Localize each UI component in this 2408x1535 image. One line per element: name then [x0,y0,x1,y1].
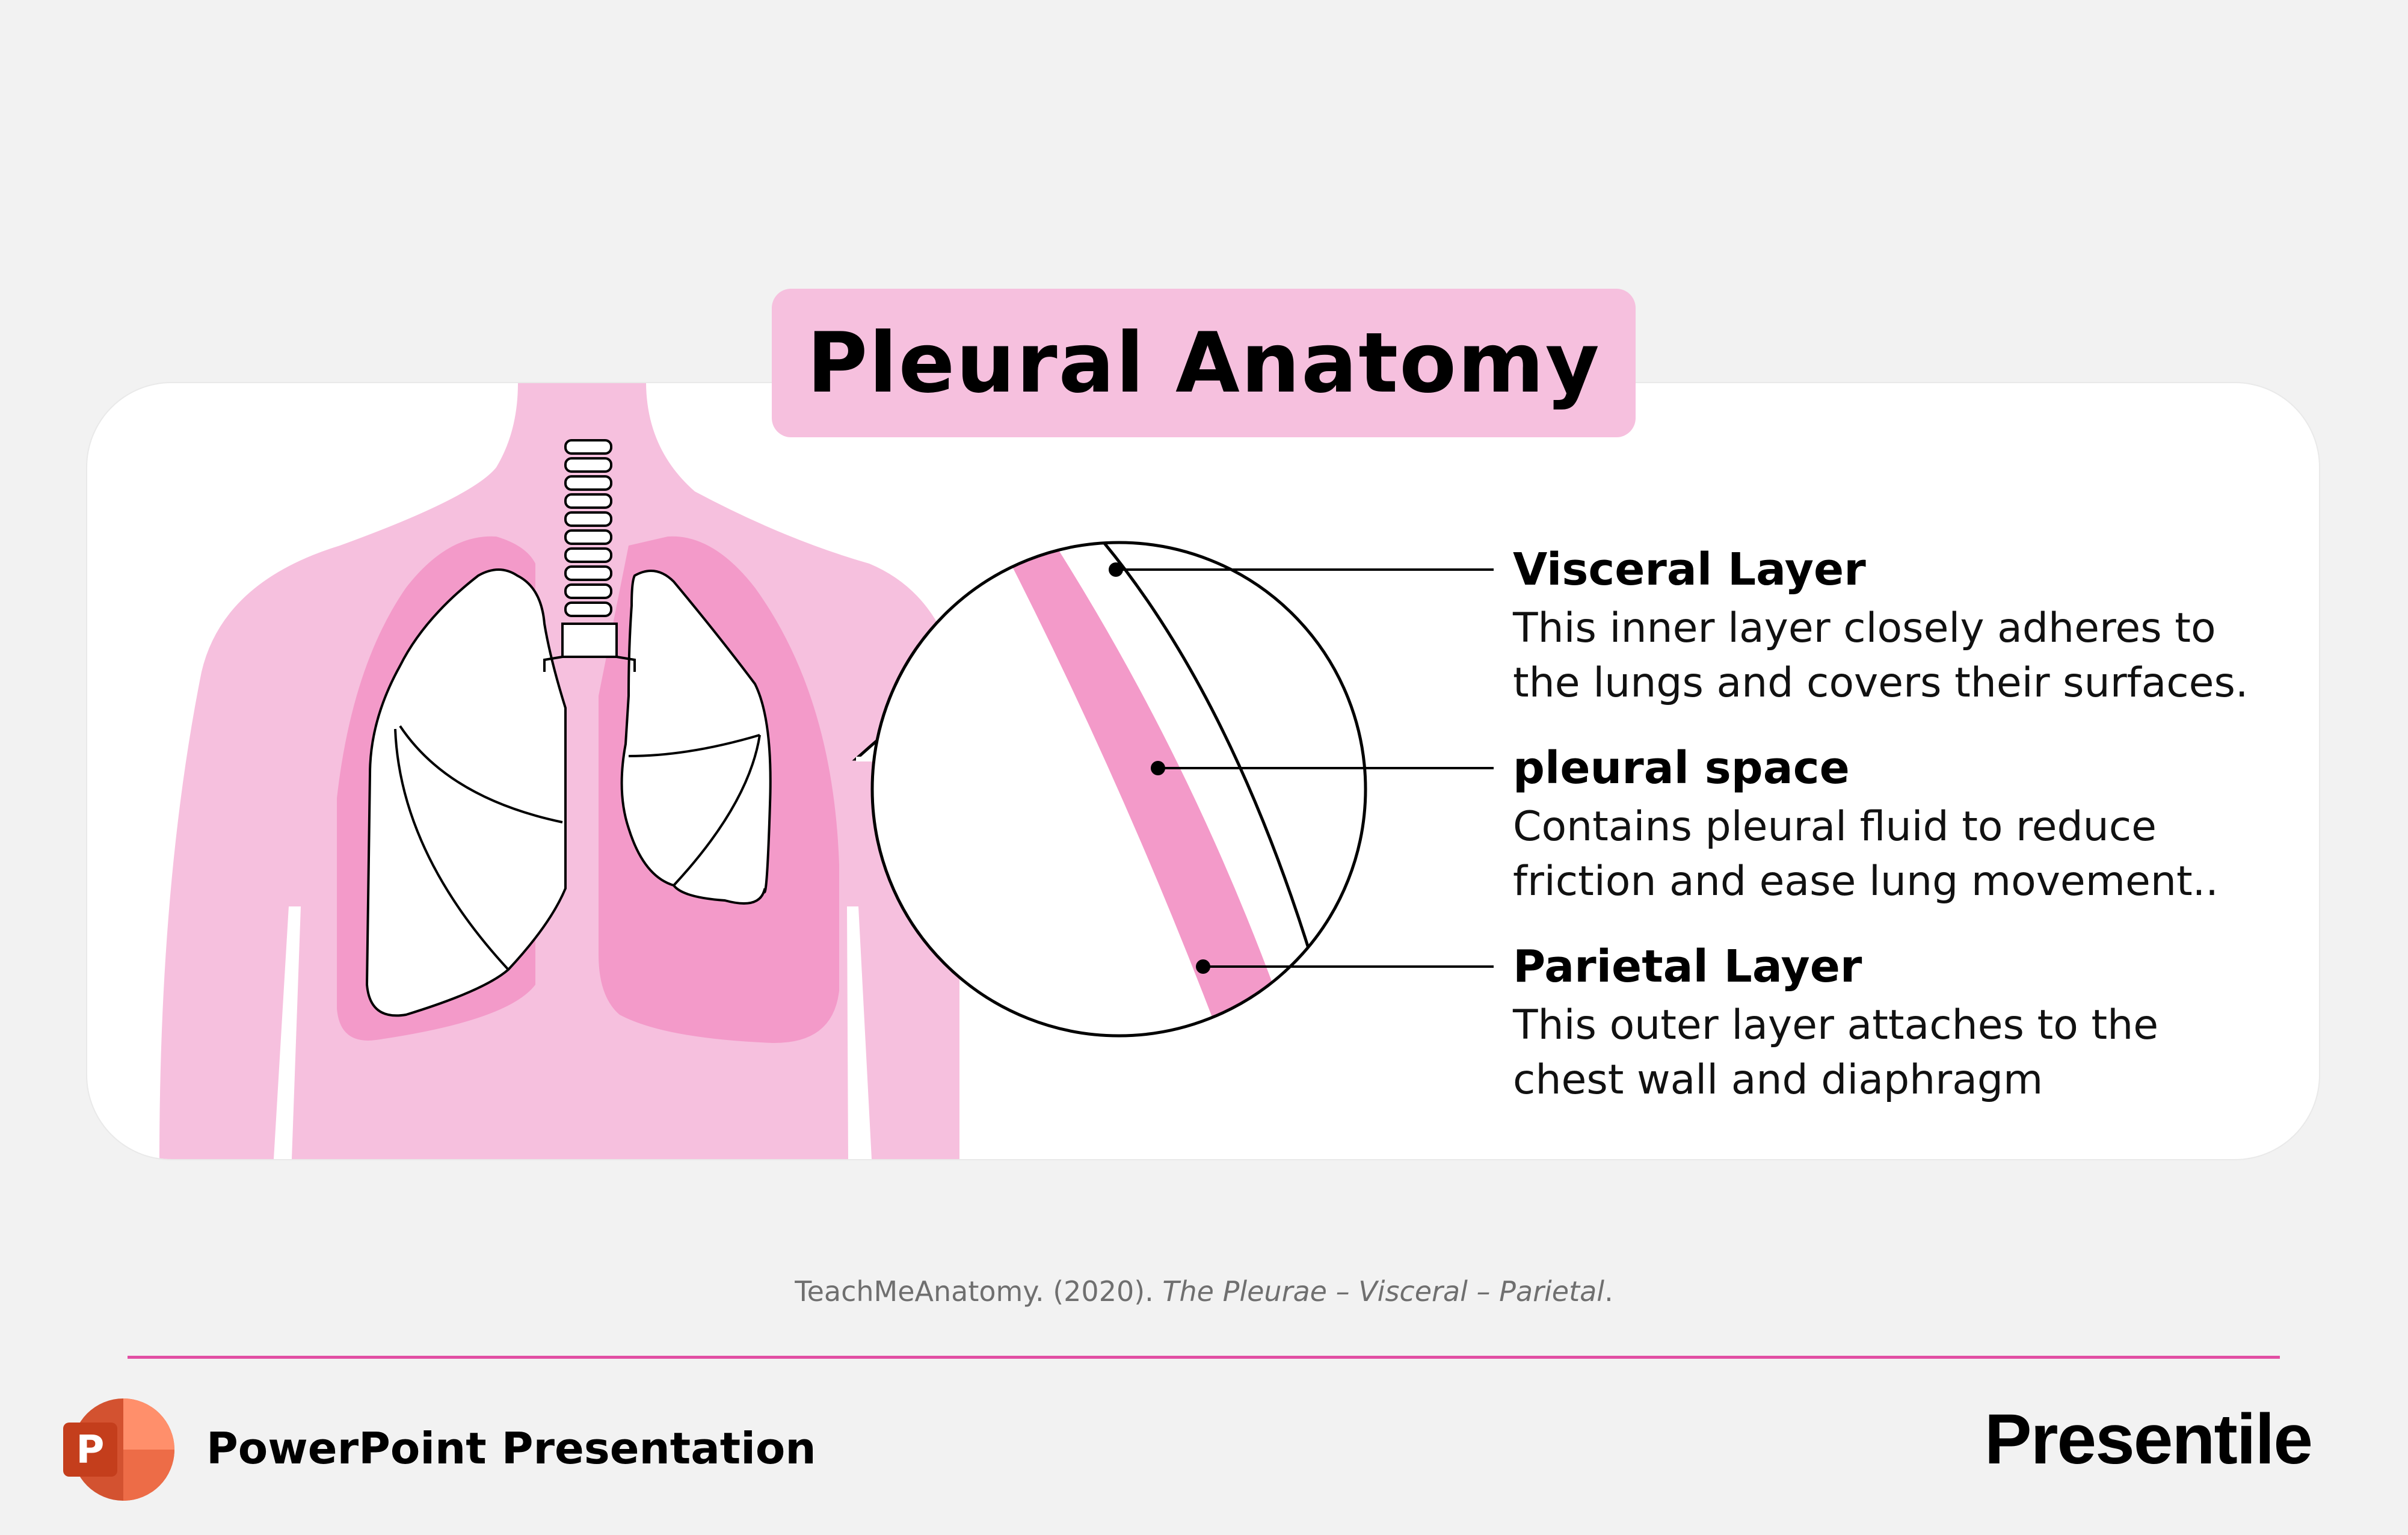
visceral-line [1103,543,1313,958]
footer-divider [128,1356,2280,1359]
label-description-line: the lungs and covers their surfaces. [1513,659,2249,707]
footer-app-name: PowerPoint Presentation [206,1423,816,1474]
left-lung [620,570,772,905]
label-heading: Visceral Layer [1513,544,1866,595]
right-lung [365,568,567,1017]
leader-dots [1109,562,1210,974]
citation-suffix: . [1604,1275,1613,1308]
label-description-line: Contains pleural fluid to reduce [1513,803,2157,851]
label-parietal-layer: Parietal Layer This outer layer attaches… [1513,941,2295,1107]
citation: TeachMeAnatomy. (2020). The Pleurae – Vi… [0,1275,2408,1308]
label-heading: Parietal Layer [1513,941,1862,992]
label-description-line: chest wall and diaphragm [1513,1056,2043,1104]
powerpoint-icon-letter: P [76,1428,105,1472]
title-badge: Pleural Anatomy [772,289,1636,437]
label-heading: pleural space [1513,742,1850,794]
zoom-content [1002,543,1313,1033]
label-description-line: This inner layer closely adheres to [1513,604,2216,653]
powerpoint-icon: P [63,1398,174,1501]
trachea [543,439,636,672]
label-description-line: This outer layer attaches to the [1513,1001,2159,1050]
citation-prefix: TeachMeAnatomy. (2020). [795,1275,1163,1308]
citation-title: The Pleurae – Visceral – Parietal [1162,1275,1605,1308]
label-description-line: friction and ease lung movement.. [1513,857,2219,905]
label-pleural-space: pleural space Contains pleural fluid to … [1513,742,2295,909]
label-visceral-layer: Visceral Layer This inner layer closely … [1513,544,2295,710]
pleural-band [1002,546,1290,1033]
brand-logo: Presentile [1984,1400,2313,1479]
content-card [87,383,2319,1159]
pleural-illustration [159,383,1494,1159]
leader-lines [1116,568,1494,968]
page-title: Pleural Anatomy [807,314,1601,411]
